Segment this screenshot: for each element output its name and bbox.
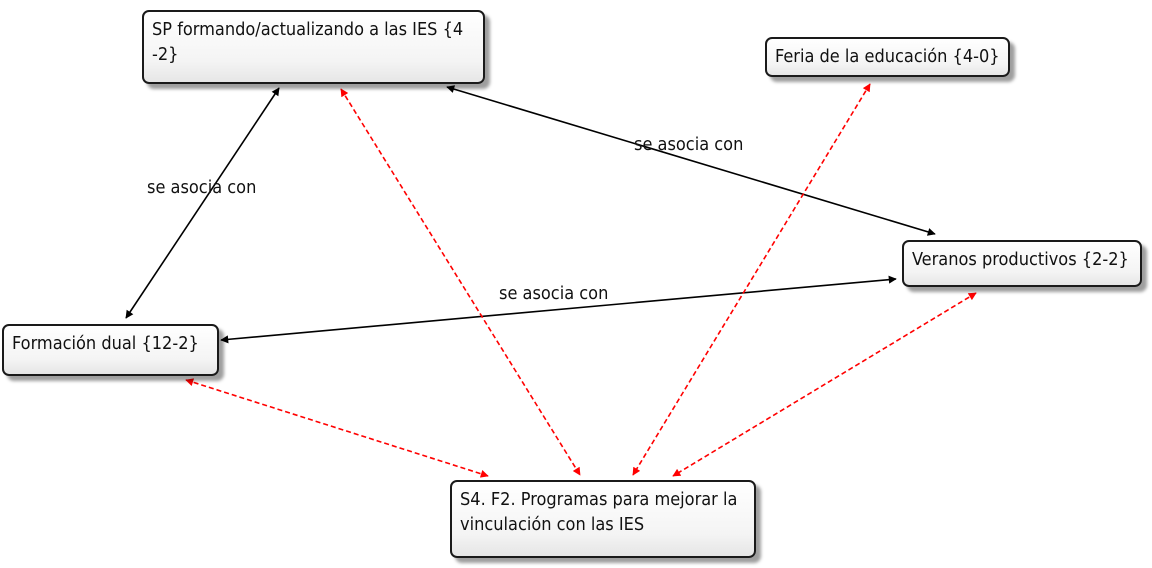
concept-veranos-productivos-label: Veranos productivos {2-2} — [912, 249, 1129, 270]
concept-feria-educacion-label: Feria de la educación {4-0} — [775, 46, 1000, 67]
edge-label-sp-dual: se asocia con — [147, 177, 257, 198]
edge-label-veranos-dual: se asocia con — [499, 283, 609, 304]
concept-sp-formando-label: SP formando/actualizando a las IES {4 -2… — [152, 19, 464, 65]
concept-sp-formando[interactable]: SP formando/actualizando a las IES {4 -2… — [142, 10, 485, 84]
dashed-link-dual-s4 — [185, 378, 489, 478]
concept-formacion-dual-label: Formación dual {12-2} — [12, 333, 199, 354]
concept-feria-educacion[interactable]: Feria de la educación {4-0} — [765, 37, 1010, 77]
dashed-link-feria-s4 — [632, 83, 871, 476]
dashed-link-veranos-s4 — [672, 292, 977, 477]
concept-s4-f2-programas[interactable]: S4. F2. Programas para mejorar la vincul… — [450, 480, 756, 558]
concept-formacion-dual[interactable]: Formación dual {12-2} — [2, 324, 219, 376]
concept-s4-f2-programas-label: S4. F2. Programas para mejorar la vincul… — [460, 489, 738, 535]
edge-label-sp-veranos: se asocia con — [634, 134, 744, 155]
dashed-link-sp-s4 — [340, 88, 581, 476]
edge-sp-veranos — [446, 85, 936, 236]
edge-sp-dual — [125, 87, 280, 319]
concept-veranos-productivos[interactable]: Veranos productivos {2-2} — [902, 240, 1142, 287]
